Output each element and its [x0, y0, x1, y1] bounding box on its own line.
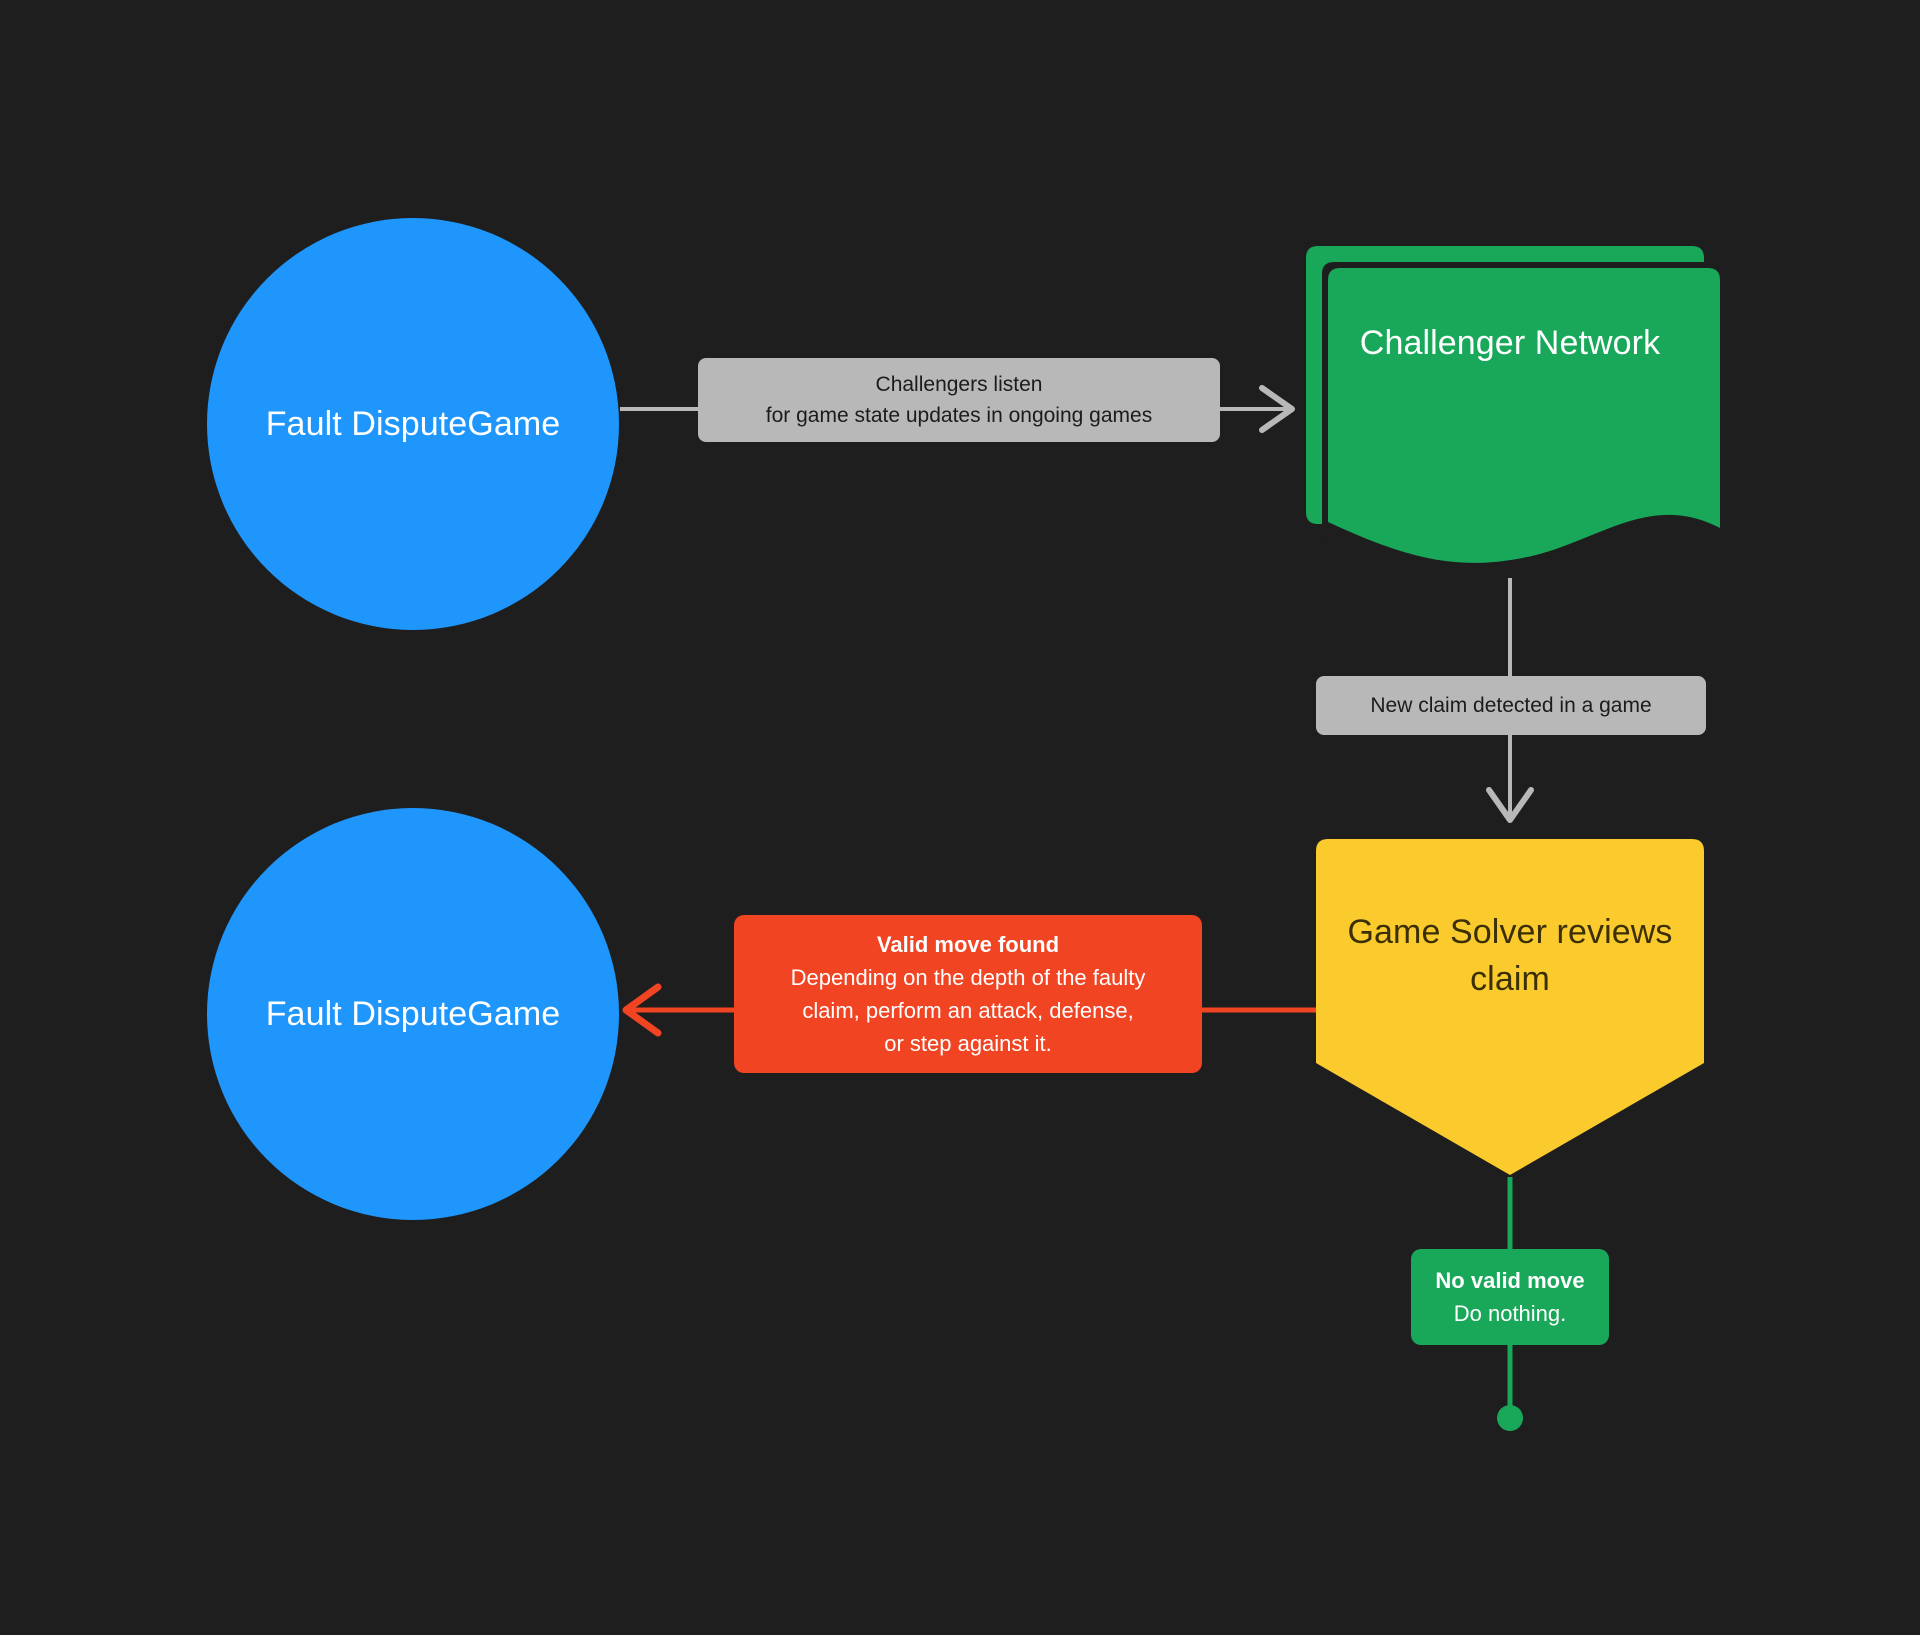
node-challenger-network[interactable]: Challenger Network — [1300, 240, 1720, 580]
edge-label-line1: Challengers listen — [875, 373, 1043, 396]
node-fault-dispute-game-bottom[interactable]: Fault DisputeGame — [207, 808, 619, 1220]
node-label-line1: Challenger — [1359, 324, 1526, 362]
edge-label-header: No valid move — [1435, 1268, 1585, 1293]
edge-label-new-claim: New claim detected in a game — [1316, 676, 1706, 736]
node-label-line2: DisputeGame — [351, 994, 561, 1033]
edge-label-valid-move: Valid move found Depending on the depth … — [734, 915, 1202, 1073]
node-fault-dispute-game-top[interactable]: Fault DisputeGame — [207, 218, 619, 630]
edge-label-no-valid-move: No valid move Do nothing. — [1411, 1249, 1609, 1345]
node-label-line2: DisputeGame — [351, 404, 561, 443]
node-label-line2: Network — [1534, 324, 1661, 362]
node-label: Fault DisputeGame — [266, 991, 561, 1038]
edge-label-line1: Depending on the depth of the faulty — [790, 965, 1146, 990]
edge-label-challengers-listen: Challengers listen for game state update… — [698, 358, 1220, 443]
multi-document-icon — [1306, 246, 1720, 563]
node-label-line1: Fault — [265, 404, 342, 443]
shield-shape-icon — [1316, 839, 1704, 1175]
node-label: Fault DisputeGame — [266, 401, 561, 448]
node-label: Game Solver reviews claim — [1316, 909, 1704, 1003]
edge-label-line3: or step against it. — [884, 1031, 1052, 1056]
edge-label-header: Valid move found — [876, 932, 1060, 957]
edge-label-line1: Do nothing. — [1453, 1301, 1567, 1326]
node-label-line1: Fault — [265, 994, 342, 1033]
node-label-line2: reviews claim — [1470, 913, 1673, 998]
node-label: Challenger Network — [1300, 320, 1720, 367]
edge-label-text: New claim detected in a game — [1370, 694, 1652, 717]
node-game-solver[interactable]: Game Solver reviews claim — [1316, 837, 1704, 1177]
edge-label-line2: for game state updates in ongoing games — [765, 404, 1153, 428]
edge-label-line2: claim, perform an attack, defense, — [802, 998, 1134, 1023]
node-label-line1: Game Solver — [1347, 913, 1547, 951]
